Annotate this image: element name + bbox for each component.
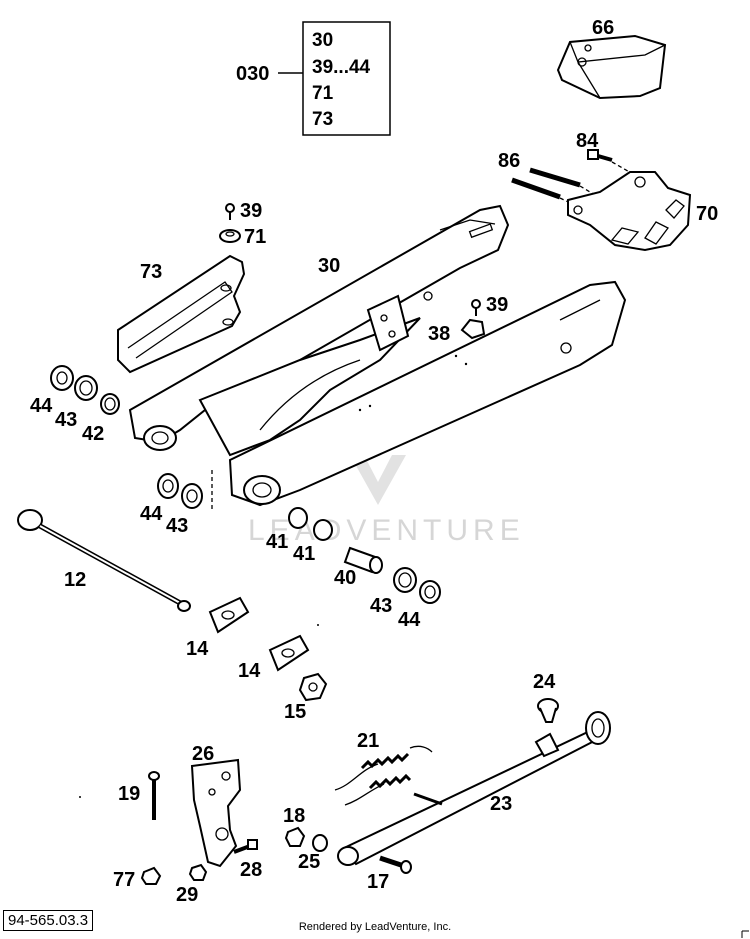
stand-bracket-26 [190,758,242,868]
callout-86: 86 [498,150,520,172]
callout-77: 77 [113,869,135,891]
screw-39-top [225,203,235,220]
nut-77 [140,866,162,885]
chain-adjuster-14b [268,634,310,672]
callout-70: 70 [696,203,718,225]
chain-guide-66 [556,34,667,100]
side-stand-23 [337,711,611,866]
callout-41: 41 [293,543,315,565]
callout-66: 66 [592,17,614,39]
assembly-item: 30 [312,30,333,51]
sleeve-40 [343,546,383,574]
bolt-17 [379,855,412,874]
callout-30: 30 [318,255,340,277]
pivot-axle-12 [17,509,191,612]
callout-84: 84 [576,130,599,152]
swingarm-30 [128,204,627,507]
diagram-code-label: 94-565.03.3 [3,910,94,931]
callout-15: 15 [284,701,306,723]
assembly-box [302,21,391,136]
callout-71: 71 [244,226,266,248]
callout-14: 14 [186,638,209,660]
callout-23: 23 [490,793,512,815]
callout-17: 17 [367,871,389,893]
needle-bearing-41b [313,519,333,541]
washer-71 [219,229,241,243]
bolt-84 [587,149,641,179]
nut-18 [284,826,306,847]
assembly-030-group: 030 30 39...44 71 73 [236,21,391,136]
assembly-label: 030 [236,63,269,85]
bolt-28 [233,839,258,854]
callout-26: 26 [192,743,214,765]
bushing-25 [312,834,328,852]
chain-guide-70 [567,171,692,252]
callout-39: 39 [240,200,262,222]
nut-29 [188,863,208,881]
callout-73: 73 [140,261,162,283]
callout-25: 25 [298,851,320,873]
bearing-43-right [393,567,417,593]
callout-38: 38 [428,323,450,345]
rubber-cap-24 [537,698,559,723]
callout-41: 41 [266,531,288,553]
bolt-19 [148,771,160,820]
callout-19: 19 [118,783,140,805]
callout-43: 43 [166,515,188,537]
callout-29: 29 [176,884,198,906]
seal-44-lower [157,473,179,499]
callout-12: 12 [64,569,86,591]
callout-43: 43 [370,595,392,617]
springs-21 [334,745,433,806]
callout-39: 39 [486,294,508,316]
callout-18: 18 [283,805,305,827]
chain-slider-73 [117,254,246,374]
callout-43: 43 [55,409,77,431]
bearing-43-left [74,375,98,401]
callout-40: 40 [334,567,356,589]
washer-42 [100,393,120,415]
seal-44-left [50,365,74,391]
needle-bearing-41a [288,507,308,529]
callout-24: 24 [533,671,556,693]
assembly-item: 73 [312,109,333,130]
chain-adjuster-14a [208,596,250,634]
seal-44-right [419,580,441,604]
bearing-43-lower [181,483,203,509]
callout-44: 44 [30,395,53,417]
callout-44: 44 [398,609,421,631]
screw-39-right [471,299,481,316]
callout-14: 14 [238,660,261,682]
callout-42: 42 [82,423,104,445]
assembly-item: 71 [312,83,334,104]
callout-28: 28 [240,859,262,881]
callout-44: 44 [140,503,163,525]
nut-15 [298,672,328,702]
callout-21: 21 [357,730,379,752]
assembly-item: 39...44 [312,57,371,78]
clip-38 [460,318,486,340]
footer-credit: Rendered by LeadVenture, Inc. [298,921,452,933]
